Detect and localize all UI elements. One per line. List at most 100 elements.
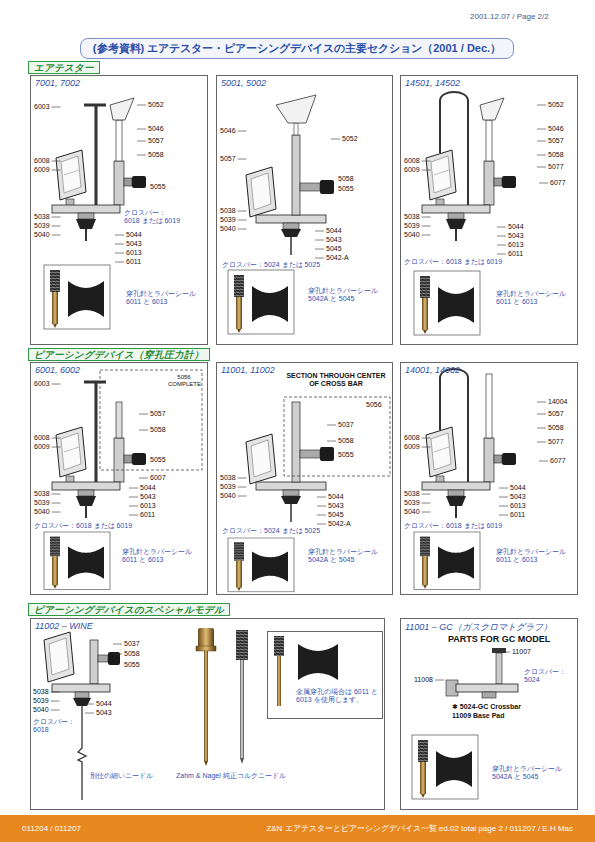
leader-line	[537, 414, 546, 415]
part-number: 5058	[548, 424, 564, 432]
leader-line	[537, 442, 546, 443]
leader-line	[422, 217, 431, 218]
part-number: 14004	[548, 398, 567, 406]
model-panel: 11002 – WINE金属穿孔の場合は 6011 と 6013 を使用します。	[30, 618, 385, 810]
leader-line	[139, 430, 148, 431]
footer-band: 011204 / 011207 Z&N エアテスターとピアーシングデバイス一覧 e…	[0, 815, 595, 842]
wine-device	[98, 655, 108, 662]
leader-line	[537, 167, 546, 168]
part-number: 5040	[404, 231, 420, 239]
note-label: クロスバー： 5024	[524, 668, 569, 684]
leader-line	[115, 244, 124, 245]
leader-line	[52, 503, 61, 504]
part-number: 6011	[126, 258, 141, 266]
leader-line	[238, 220, 247, 221]
note-label: 穿孔針とラバーシール 6011 と 6013	[122, 548, 196, 564]
leader-line	[52, 161, 61, 162]
leader-line	[51, 701, 60, 702]
part-number: 5055	[124, 661, 140, 669]
part-number: 5046	[548, 125, 564, 133]
part-number: 5044	[326, 227, 342, 235]
wine-device	[49, 638, 69, 675]
sec-text: エアテスター	[34, 62, 94, 73]
leader-lines	[51, 105, 548, 713]
piercing-device	[422, 427, 516, 518]
leader-line	[317, 497, 326, 498]
part-number: 5057	[148, 137, 164, 145]
leader-line	[115, 235, 124, 236]
leader-line	[238, 478, 247, 479]
leader-line	[129, 488, 138, 489]
photo-inset	[414, 271, 480, 335]
piercing-device	[52, 427, 146, 518]
panel-text: 11001 – GC（ガスクロマトグラフ）	[401, 619, 577, 636]
leader-line	[51, 710, 60, 711]
cork-needle	[204, 651, 208, 761]
model-panel: 11001, 11002	[216, 362, 393, 595]
leader-line	[422, 438, 431, 439]
photo-inset	[298, 644, 338, 680]
part-number: 6011	[140, 511, 155, 519]
note-label: 穿孔針とラバーシール 6011 と 6013	[496, 548, 570, 564]
sec-text: ピアーシングデバイスのスペシャルモデル	[34, 604, 224, 615]
part-number: 5043	[508, 232, 524, 240]
part-number: 5044	[126, 231, 142, 239]
gc-parts	[446, 648, 518, 698]
note-label: PARTS FOR GC MODEL	[448, 634, 550, 644]
wine-device	[44, 632, 74, 682]
part-number: 5058	[548, 151, 564, 159]
sight-tube	[480, 98, 504, 161]
part-number: 6008	[34, 157, 50, 165]
wine-device	[73, 698, 91, 706]
part-number: 5058	[338, 437, 354, 445]
leader-line	[317, 524, 326, 525]
leader-line	[537, 155, 546, 156]
part-number: 5040	[220, 492, 236, 500]
photo-inset	[412, 735, 478, 799]
part-number: 5057	[150, 410, 166, 418]
title-box: (参考資料) エアテスター・ピアーシングデバイスの主要セクション（2001 / …	[80, 38, 514, 59]
part-number: 5077	[548, 438, 564, 446]
part-number: 6003	[34, 103, 50, 111]
thermometer	[84, 105, 106, 205]
part-number: 6077	[550, 457, 566, 465]
air-tester	[52, 150, 146, 241]
part-number: 5058	[150, 426, 166, 434]
part-number: 5043	[328, 502, 344, 510]
note-label: 11009 Base Pad	[452, 712, 505, 720]
part-number: 5044	[510, 484, 526, 492]
leader-line	[129, 506, 138, 507]
leader-line	[51, 692, 60, 693]
part-number: 6008	[34, 434, 50, 442]
part-number: 5037	[124, 640, 140, 648]
panel-text: 14001, 14002	[401, 363, 577, 377]
leader-line	[317, 506, 326, 507]
part-number: 6077	[550, 179, 566, 187]
leader-line	[539, 183, 548, 184]
leader-line	[435, 680, 444, 681]
leader-line	[422, 161, 431, 162]
leader-line	[52, 384, 61, 385]
section-header: ピアーシングデバイス（穿孔圧力計）	[28, 348, 210, 361]
part-number: 6013	[510, 502, 526, 510]
part-number: 5042-A	[328, 520, 351, 528]
part-number: 5038	[220, 474, 236, 482]
leader-line	[137, 129, 146, 130]
wine-device	[90, 640, 98, 684]
note-label: 穿孔針とラバーシール 5042A と 5045	[308, 287, 382, 303]
panel-text: 11002 – WINE	[31, 619, 384, 633]
part-number: 5055	[338, 185, 354, 193]
leader-line	[137, 155, 146, 156]
part-number: 6011	[510, 511, 525, 519]
part-number: 5038	[33, 688, 49, 696]
air-tester	[422, 150, 516, 241]
foot-text: Z&N エアテスターとピアーシングデバイス一覧 ed.02 total page…	[266, 823, 573, 834]
part-number: 11008	[414, 676, 433, 684]
leader-line	[85, 713, 94, 714]
part-number: 5038	[34, 213, 50, 221]
foot-text: 011204 / 011207	[22, 824, 81, 833]
part-number: 5052	[148, 101, 164, 109]
assembly-bracket	[100, 370, 202, 470]
